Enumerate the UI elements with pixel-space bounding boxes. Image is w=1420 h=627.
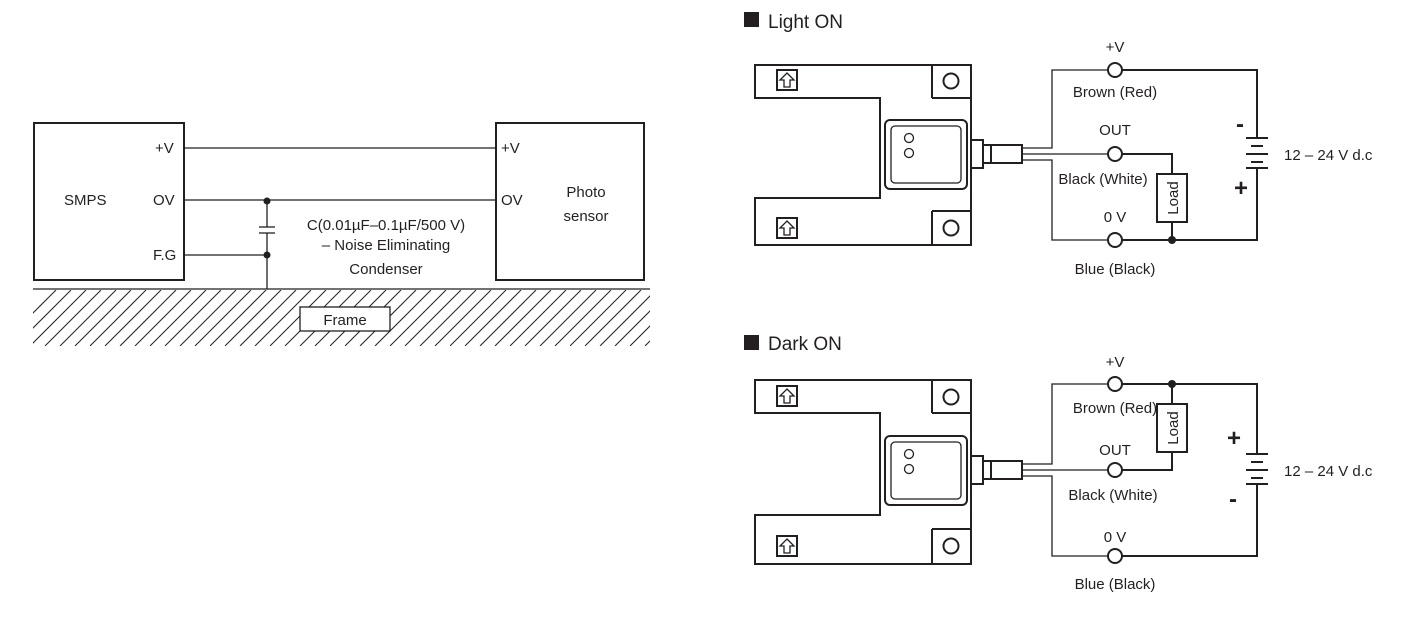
terminal-plus-v xyxy=(1107,62,1123,78)
terminal-out xyxy=(1107,146,1123,162)
mount-hole-icon xyxy=(942,388,960,406)
capacitor-symbol xyxy=(259,197,275,289)
mount-hole-icon xyxy=(942,72,960,90)
light-on-out-label: OUT xyxy=(1099,122,1131,139)
condenser-label-line3: Condenser xyxy=(349,261,422,278)
light-on-title: Light ON xyxy=(768,12,843,33)
light-on-load-box xyxy=(1156,173,1188,223)
led-icon xyxy=(903,448,915,460)
noise-diagram: SMPS +V OV F.G +V OV Photo sensor C(0.01… xyxy=(33,122,650,346)
light-on-sensor-body xyxy=(754,64,972,246)
dark-on-black-label: Black (White) xyxy=(1068,487,1157,504)
light-on-bullet xyxy=(744,12,759,27)
led-icon xyxy=(903,463,915,475)
light-on-diagram: Light ON xyxy=(744,12,1373,278)
light-on-plus-v-label: +V xyxy=(1106,39,1125,56)
dark-on-0v-label: 0 V xyxy=(1104,529,1127,546)
condenser-label-line1: C(0.01µF–0.1µF/500 V) xyxy=(307,217,465,234)
sensor-name-line1: Photo xyxy=(566,184,605,201)
led-icon xyxy=(903,147,915,159)
dark-on-plus-sign: + xyxy=(1227,425,1241,452)
connector xyxy=(970,139,984,169)
dark-on-diagram: Dark ON xyxy=(744,334,1373,593)
dark-on-bullet xyxy=(744,335,759,350)
dark-on-minus-sign: - xyxy=(1229,486,1237,513)
battery-icon xyxy=(1246,137,1268,169)
led-icon xyxy=(903,132,915,144)
light-on-minus-sign: - xyxy=(1236,111,1244,138)
ground-hatch xyxy=(33,290,650,346)
arrow-up-icon xyxy=(776,385,798,407)
dark-on-out-label: OUT xyxy=(1099,442,1131,459)
terminal-out xyxy=(1107,462,1123,478)
terminal-0v xyxy=(1107,548,1123,564)
dark-on-title: Dark ON xyxy=(768,334,842,355)
smps-box xyxy=(33,122,185,281)
dark-on-load-box xyxy=(1156,403,1188,453)
dark-on-brown-label: Brown (Red) xyxy=(1073,400,1157,417)
emitter-window xyxy=(884,119,968,190)
frame-label: Frame xyxy=(323,312,366,329)
frame-label-box xyxy=(299,306,391,332)
smps-fg-label: F.G xyxy=(153,247,176,264)
smps-plus-v-label: +V xyxy=(155,140,174,157)
emitter-window xyxy=(884,435,968,506)
terminal-plus-v xyxy=(1107,376,1123,392)
dark-on-blue-label: Blue (Black) xyxy=(1075,576,1156,593)
sensor-name-line2: sensor xyxy=(563,208,608,225)
terminal-0v xyxy=(1107,232,1123,248)
dark-on-load-label: Load xyxy=(1165,411,1182,444)
dark-on-supply-label: 12 – 24 V d.c xyxy=(1284,463,1373,480)
light-on-0v-label: 0 V xyxy=(1104,209,1127,226)
cable xyxy=(991,144,1023,164)
photo-sensor-box xyxy=(495,122,645,281)
sensor-ov-label: OV xyxy=(501,192,523,209)
arrow-up-icon xyxy=(776,535,798,557)
light-on-brown-label: Brown (Red) xyxy=(1073,84,1157,101)
connector xyxy=(970,455,984,485)
dark-on-plus-v-label: +V xyxy=(1106,354,1125,371)
light-on-load-label: Load xyxy=(1165,181,1182,214)
light-on-supply-label: 12 – 24 V d.c xyxy=(1284,147,1373,164)
light-on-plus-sign: + xyxy=(1234,175,1248,202)
dark-on-sensor-body xyxy=(754,379,972,565)
mount-hole-icon xyxy=(942,219,960,237)
smps-label: SMPS xyxy=(64,192,107,209)
battery-icon xyxy=(1246,453,1268,485)
cable xyxy=(991,460,1023,480)
arrow-up-icon xyxy=(776,217,798,239)
light-on-blue-label: Blue (Black) xyxy=(1075,261,1156,278)
smps-ov-label: OV xyxy=(153,192,175,209)
sensor-plus-v-label: +V xyxy=(501,140,520,157)
mount-hole-icon xyxy=(942,537,960,555)
condenser-label-line2: – Noise Eliminating xyxy=(322,237,450,254)
light-on-black-label: Black (White) xyxy=(1058,171,1147,188)
arrow-up-icon xyxy=(776,69,798,91)
